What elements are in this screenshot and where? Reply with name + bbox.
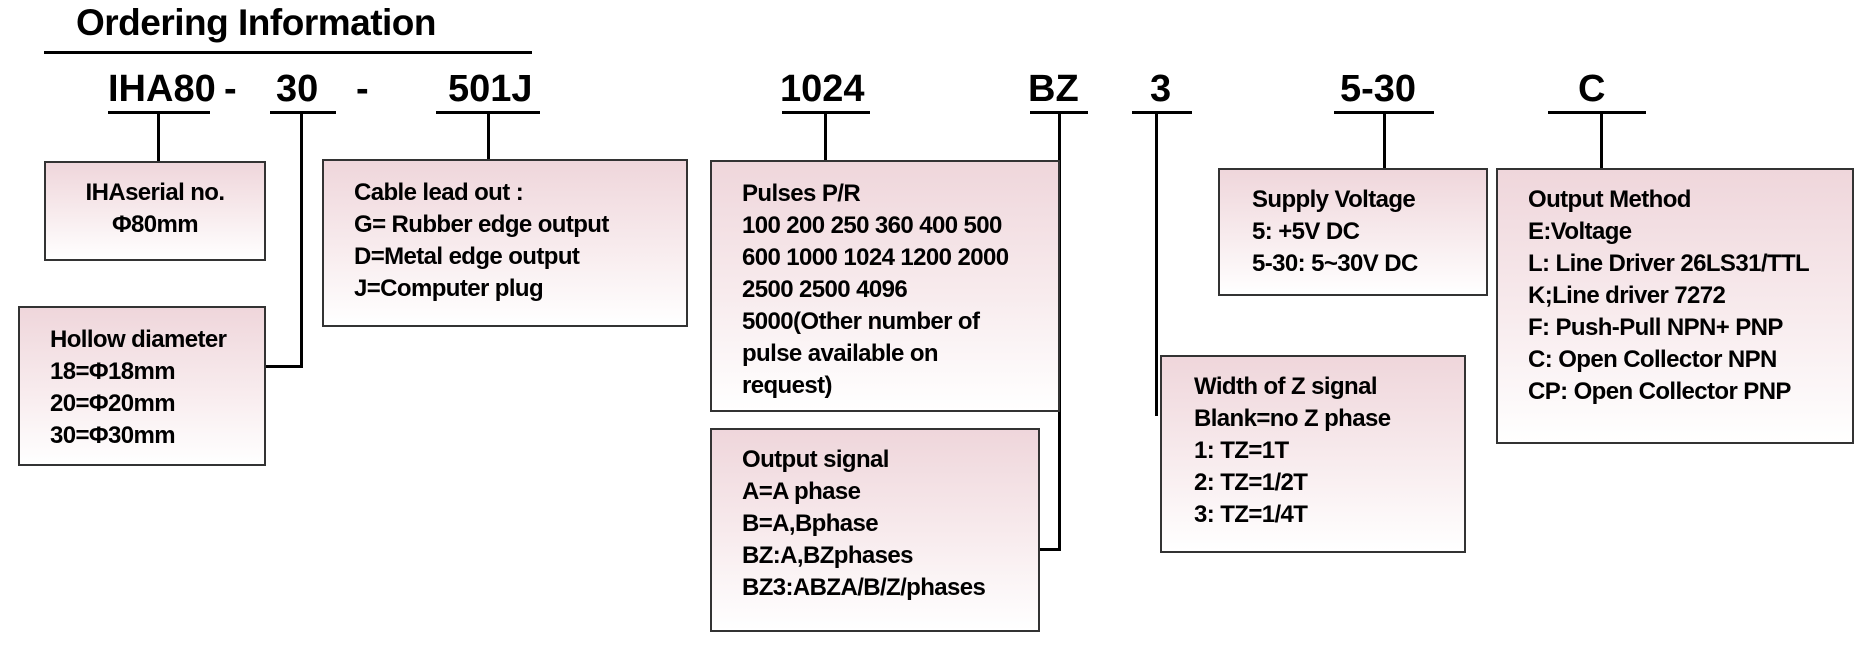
- connector-signal-h: [1038, 548, 1061, 551]
- box-hollow-line: 20=Φ20mm: [50, 390, 176, 417]
- box-voltage-line: 5: +5V DC: [1252, 218, 1360, 245]
- box-signal-line: BZ:A,BZphases: [742, 542, 913, 569]
- box-pulses-line: 2500 2500 4096: [742, 276, 908, 303]
- box-zwidth-line: Blank=no Z phase: [1194, 405, 1391, 432]
- box-signal-line: Output signal: [742, 446, 889, 473]
- box-output: Output Method E:Voltage L: Line Driver 2…: [1496, 168, 1854, 444]
- box-output-line: F: Push-Pull NPN+ PNP: [1528, 314, 1783, 341]
- box-zwidth-line: 1: TZ=1T: [1194, 437, 1289, 464]
- code-hollow: 30: [276, 68, 319, 110]
- code-model: IHA80: [108, 68, 216, 110]
- connector-cable: [487, 112, 490, 161]
- underline-hollow: [270, 111, 336, 114]
- box-signal-line: B=A,Bphase: [742, 510, 879, 537]
- box-voltage-line: 5-30: 5~30V DC: [1252, 250, 1418, 277]
- box-cable-line: G= Rubber edge output: [354, 211, 609, 238]
- connector-hollow-h: [266, 365, 303, 368]
- box-signal: Output signal A=A phase B=A,Bphase BZ:A,…: [710, 428, 1040, 632]
- box-output-line: Output Method: [1528, 186, 1691, 213]
- box-zwidth-line: Width of Z signal: [1194, 373, 1377, 400]
- box-pulses-line: 100 200 250 360 400 500: [742, 212, 1002, 239]
- box-zwidth-line: 3: TZ=1/4T: [1194, 501, 1308, 528]
- box-cable-line: J=Computer plug: [354, 275, 544, 302]
- box-zwidth-line: 2: TZ=1/2T: [1194, 469, 1308, 496]
- box-zwidth: Width of Z signal Blank=no Z phase 1: TZ…: [1160, 355, 1466, 553]
- box-pulses-line: 5000(Other number of: [742, 308, 980, 335]
- box-pulses-line: Pulses P/R: [742, 180, 861, 207]
- box-pulses-line: pulse available on: [742, 340, 939, 367]
- box-pulses: Pulses P/R 100 200 250 360 400 500 600 1…: [710, 160, 1060, 412]
- box-hollow: Hollow diameter 18=Φ18mm 20=Φ20mm 30=Φ30…: [18, 306, 266, 466]
- box-output-line: E:Voltage: [1528, 218, 1632, 245]
- box-output-line: L: Line Driver 26LS31/TTL: [1528, 250, 1810, 277]
- box-cable-line: D=Metal edge output: [354, 243, 580, 270]
- box-serial-line: Φ80mm: [111, 211, 199, 238]
- box-hollow-line: 18=Φ18mm: [50, 358, 176, 385]
- box-serial-line: IHAserial no.: [85, 179, 226, 206]
- box-cable-line: Cable lead out :: [354, 179, 524, 206]
- box-output-line: K;Line driver 7272: [1528, 282, 1726, 309]
- box-hollow-line: Hollow diameter: [50, 326, 227, 353]
- connector-pulses: [824, 112, 827, 161]
- box-voltage: Supply Voltage 5: +5V DC 5-30: 5~30V DC: [1218, 168, 1488, 296]
- connector-model: [157, 112, 160, 162]
- code-voltage: 5-30: [1340, 68, 1417, 110]
- box-hollow-line: 30=Φ30mm: [50, 422, 176, 449]
- box-signal-line: BZ3:ABZA/B/Z/phases: [742, 574, 986, 601]
- code-dash-1: -: [224, 68, 237, 110]
- connector-zwidth: [1155, 112, 1158, 416]
- box-pulses-line: request): [742, 372, 832, 399]
- code-signal: BZ: [1028, 68, 1079, 110]
- box-serial: IHAserial no. Φ80mm: [44, 161, 266, 261]
- page-title: Ordering Information: [76, 2, 437, 43]
- box-pulses-line: 600 1000 1024 1200 2000: [742, 244, 1009, 271]
- box-cable: Cable lead out : G= Rubber edge output D…: [322, 159, 688, 327]
- connector-hollow: [300, 112, 303, 367]
- box-output-line: CP: Open Collector PNP: [1528, 378, 1791, 405]
- underline-output: [1548, 111, 1646, 114]
- connector-output: [1600, 112, 1603, 169]
- code-zwidth: 3: [1150, 68, 1172, 110]
- title-underline: [44, 51, 532, 54]
- box-voltage-line: Supply Voltage: [1252, 186, 1416, 213]
- connector-voltage: [1383, 112, 1386, 169]
- code-dash-2: -: [356, 68, 369, 110]
- underline-zwidth: [1132, 111, 1192, 114]
- code-cable: 501J: [448, 68, 533, 110]
- code-pulses: 1024: [780, 68, 865, 110]
- code-output: C: [1578, 68, 1606, 110]
- box-output-line: C: Open Collector NPN: [1528, 346, 1777, 373]
- box-signal-line: A=A phase: [742, 478, 861, 505]
